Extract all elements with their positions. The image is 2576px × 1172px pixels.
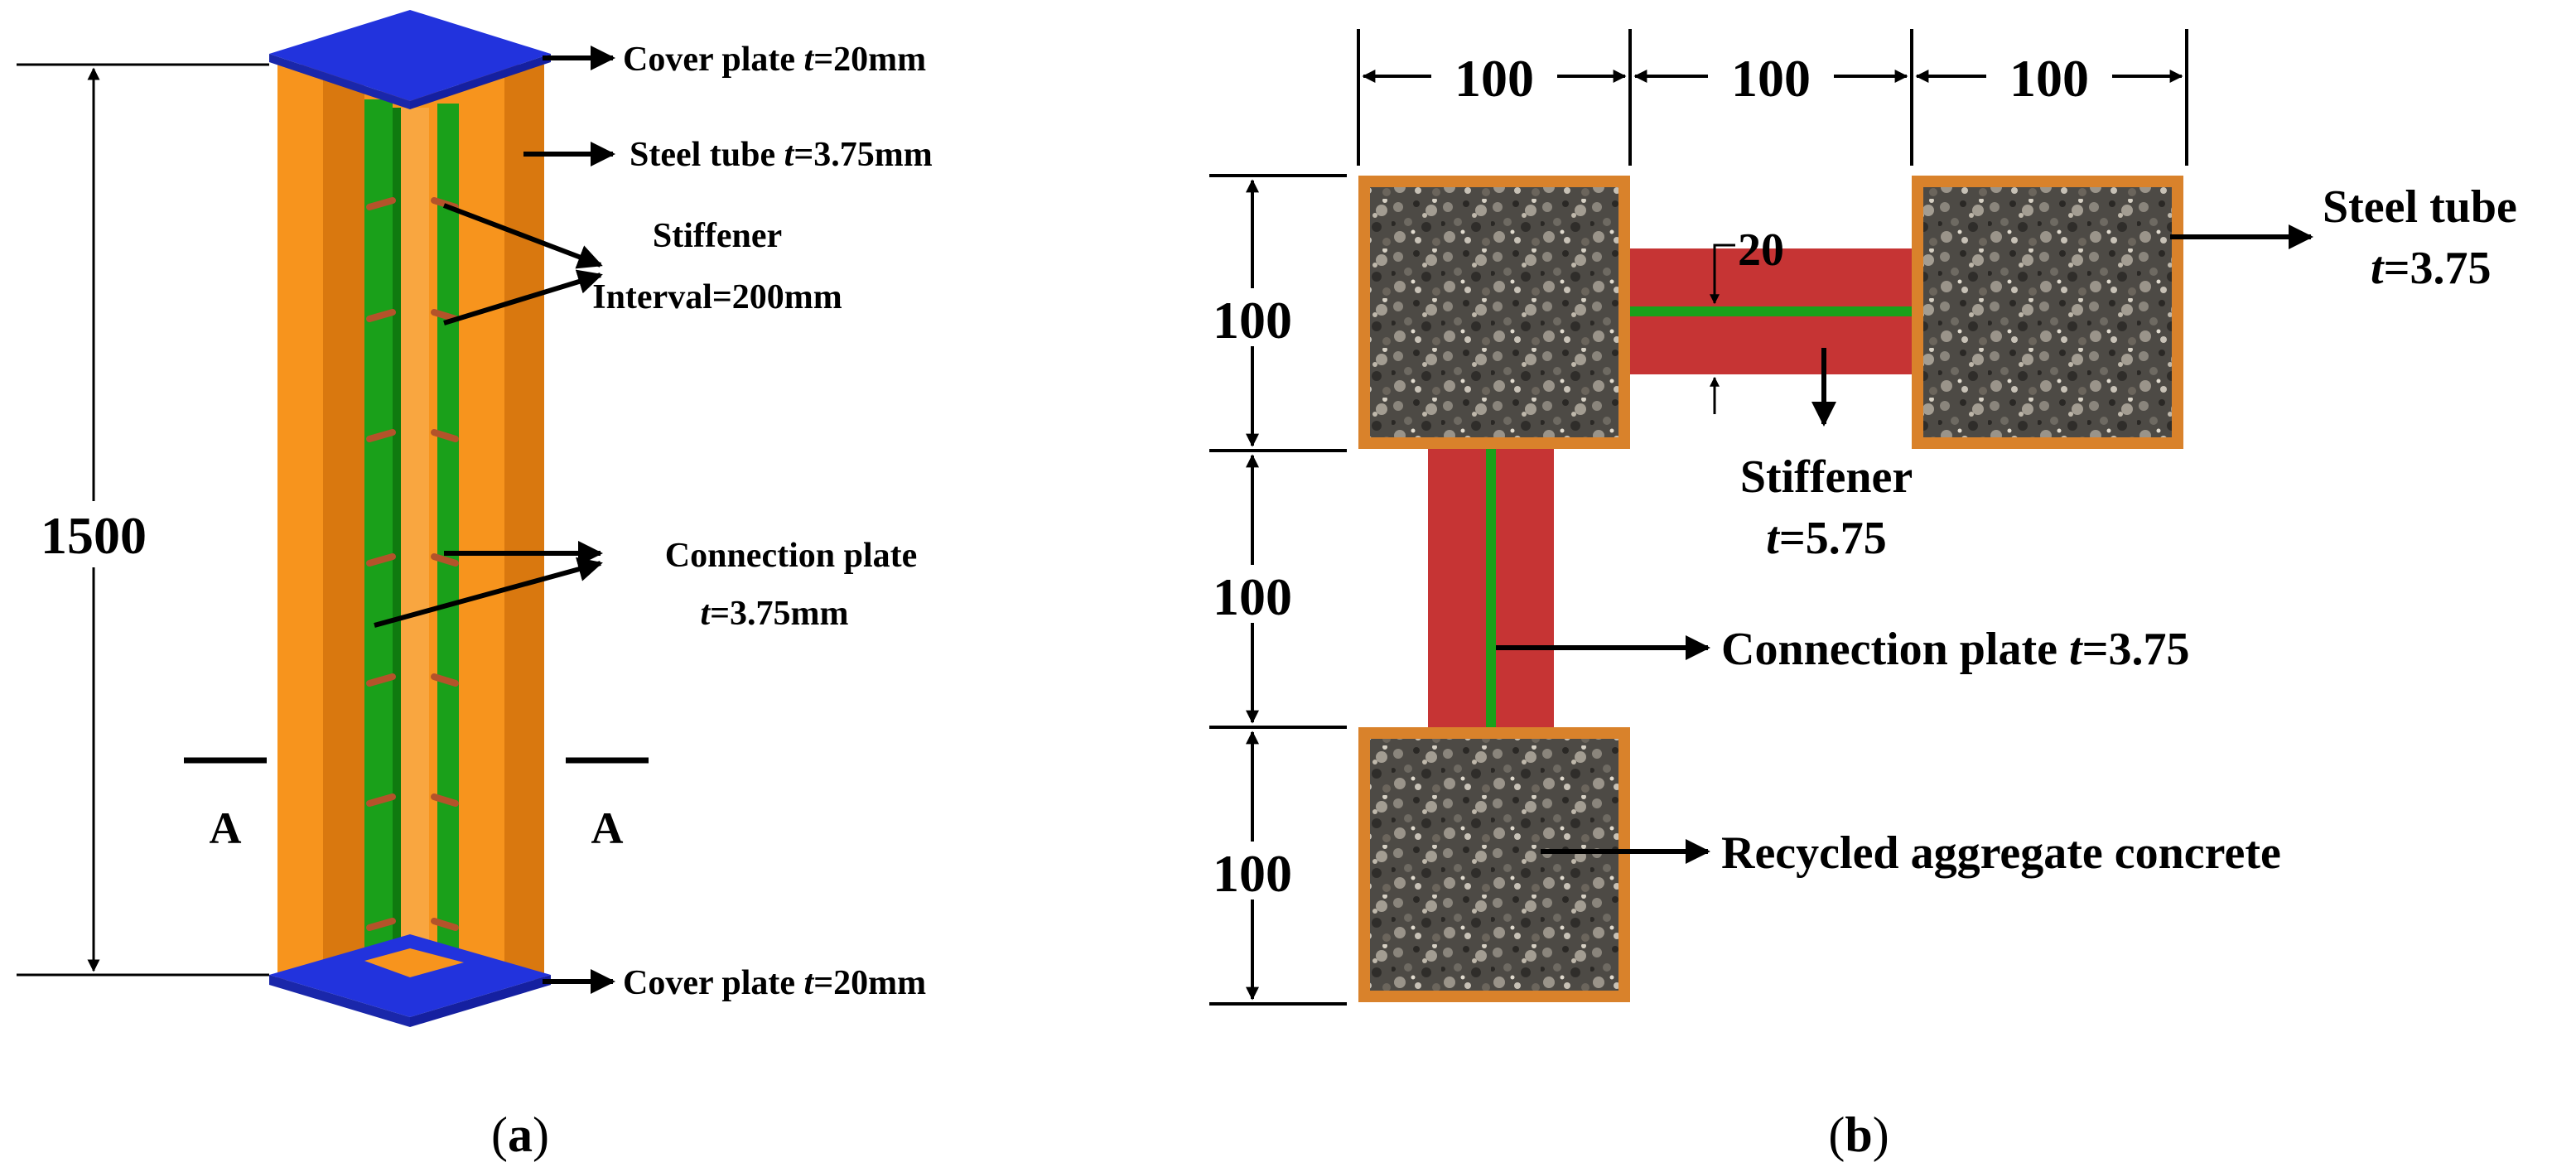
- connection-plate-label-b: Connection plate t=3.75: [1721, 624, 2189, 675]
- height-label: 1500: [41, 506, 147, 565]
- dim-top-2: 100: [1731, 49, 1811, 108]
- gap-dimension: [1710, 244, 1735, 414]
- tube-top-right: [1912, 176, 2183, 449]
- stiffener-label: Stiffener: [653, 217, 782, 255]
- cover-plate-top-label: Cover plate t=20mm: [623, 41, 926, 79]
- steel-tube-right: [459, 65, 504, 980]
- caption-a: (a): [491, 1107, 549, 1162]
- connection-plate-vertical: [1486, 439, 1496, 734]
- section-mark-a: A A: [184, 757, 649, 853]
- stiffener-interval-label: Interval=200mm: [592, 278, 842, 316]
- dim-top-1: 100: [1454, 49, 1534, 108]
- connection-plate-horizontal: [1630, 306, 1912, 316]
- concrete-label: Recycled aggregate concrete: [1721, 827, 2281, 879]
- callouts-a: [374, 46, 615, 994]
- gap-dim-label: 20: [1738, 224, 1784, 276]
- dim-top-3: 100: [2009, 49, 2089, 108]
- stiffener-thickness-b: t=5.75: [1766, 513, 1886, 564]
- height-dimension: 1500: [17, 63, 269, 977]
- stiffener-label-b: Stiffener: [1740, 451, 1913, 503]
- callouts-b: [1496, 224, 2313, 864]
- dim-left-1: 100: [1213, 291, 1292, 350]
- steel-tube-label-b: Steel tube: [2323, 181, 2517, 233]
- cover-plate-bottom-label: Cover plate t=20mm: [623, 964, 926, 1002]
- connection-plate-thickness-label: t=3.75mm: [700, 595, 848, 633]
- column-3d: [269, 10, 551, 1027]
- section-label-right: A: [591, 803, 624, 853]
- section-label-left: A: [210, 803, 242, 853]
- steel-tube-label: Steel tube t=3.75mm: [630, 136, 933, 174]
- caption-b: (b): [1828, 1107, 1889, 1162]
- dim-left-3: 100: [1213, 844, 1292, 903]
- panel-b: 100 100 100 100 100 100 20: [1191, 29, 2517, 1162]
- tube-top-left: [1358, 176, 1630, 449]
- connection-plate-right: [437, 104, 459, 957]
- connection-plate-label: Connection plate: [665, 537, 918, 575]
- steel-tube-thickness-b: t=3.75: [2371, 243, 2491, 294]
- steel-tube-left: [277, 65, 323, 980]
- cover-plate-top: [269, 10, 551, 101]
- panel-a: 1500: [17, 10, 933, 1162]
- tube-bottom: [1358, 727, 1630, 1002]
- connection-plate-left: [364, 99, 393, 957]
- dim-left-2: 100: [1213, 567, 1292, 626]
